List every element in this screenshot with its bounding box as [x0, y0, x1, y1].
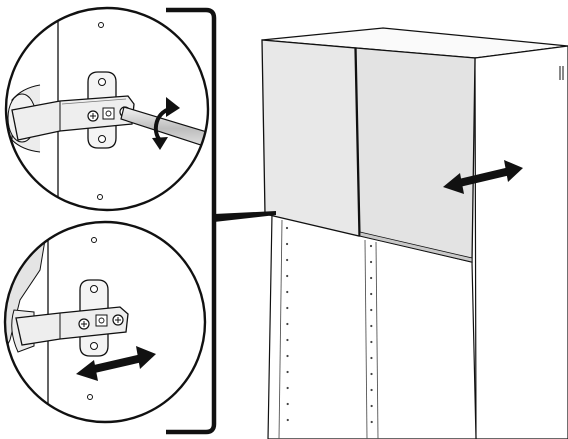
rotate-arrow-icon: [152, 97, 180, 150]
shelf-pin-hole: [370, 324, 373, 328]
shelf-pin-hole: [370, 404, 373, 408]
detail-panel-lateral-adjust: [3, 220, 207, 424]
shelf-pin-hole: [370, 356, 373, 360]
shelf-pin-hole: [286, 306, 289, 310]
shelf-pin-hole: [286, 386, 289, 390]
shelf-pin-hole: [369, 244, 373, 248]
shelf-pin-hole: [285, 242, 289, 246]
shelf-pin-hole: [370, 372, 373, 376]
detail-panel-screw-adjust: [4, 6, 210, 212]
cabinet-side: [474, 45, 568, 439]
cabinet: [261, 27, 568, 439]
shelf-pin-hole: [370, 308, 373, 312]
bracket-pointer: [214, 211, 276, 222]
side-hinge-marks: [559, 66, 564, 80]
shelf-pin-hole: [370, 292, 373, 296]
shelf-pin-hole: [370, 420, 373, 424]
door-right-edge: [359, 231, 473, 263]
shelf-pin-hole: [370, 388, 373, 392]
door-adjust-arrow: [443, 160, 523, 194]
screwdriver: [120, 106, 208, 151]
shelf-pin-hole: [286, 274, 289, 278]
lateral-adjust-arrow-icon: [76, 346, 156, 381]
shelf-pin-hole: [286, 370, 289, 374]
shelf-pin-hole: [370, 340, 373, 344]
shelf-pin-hole: [286, 290, 289, 294]
door-left: [261, 39, 360, 237]
shelf-pin-hole: [286, 338, 289, 342]
shelf-pin-hole: [286, 402, 289, 406]
shelf-pin-hole: [369, 260, 373, 264]
shelf-pin-hole: [286, 322, 289, 326]
cabinet-inner-lines: [278, 219, 379, 439]
shelf-pin-holes: [285, 226, 373, 424]
shelf-pin-hole: [370, 276, 373, 280]
shelf-pin-hole: [285, 226, 289, 230]
shelf-pin-hole: [286, 258, 289, 262]
shelf-pin-hole: [286, 418, 289, 422]
door-right: [355, 47, 476, 263]
shelf-pin-hole: [286, 354, 289, 358]
